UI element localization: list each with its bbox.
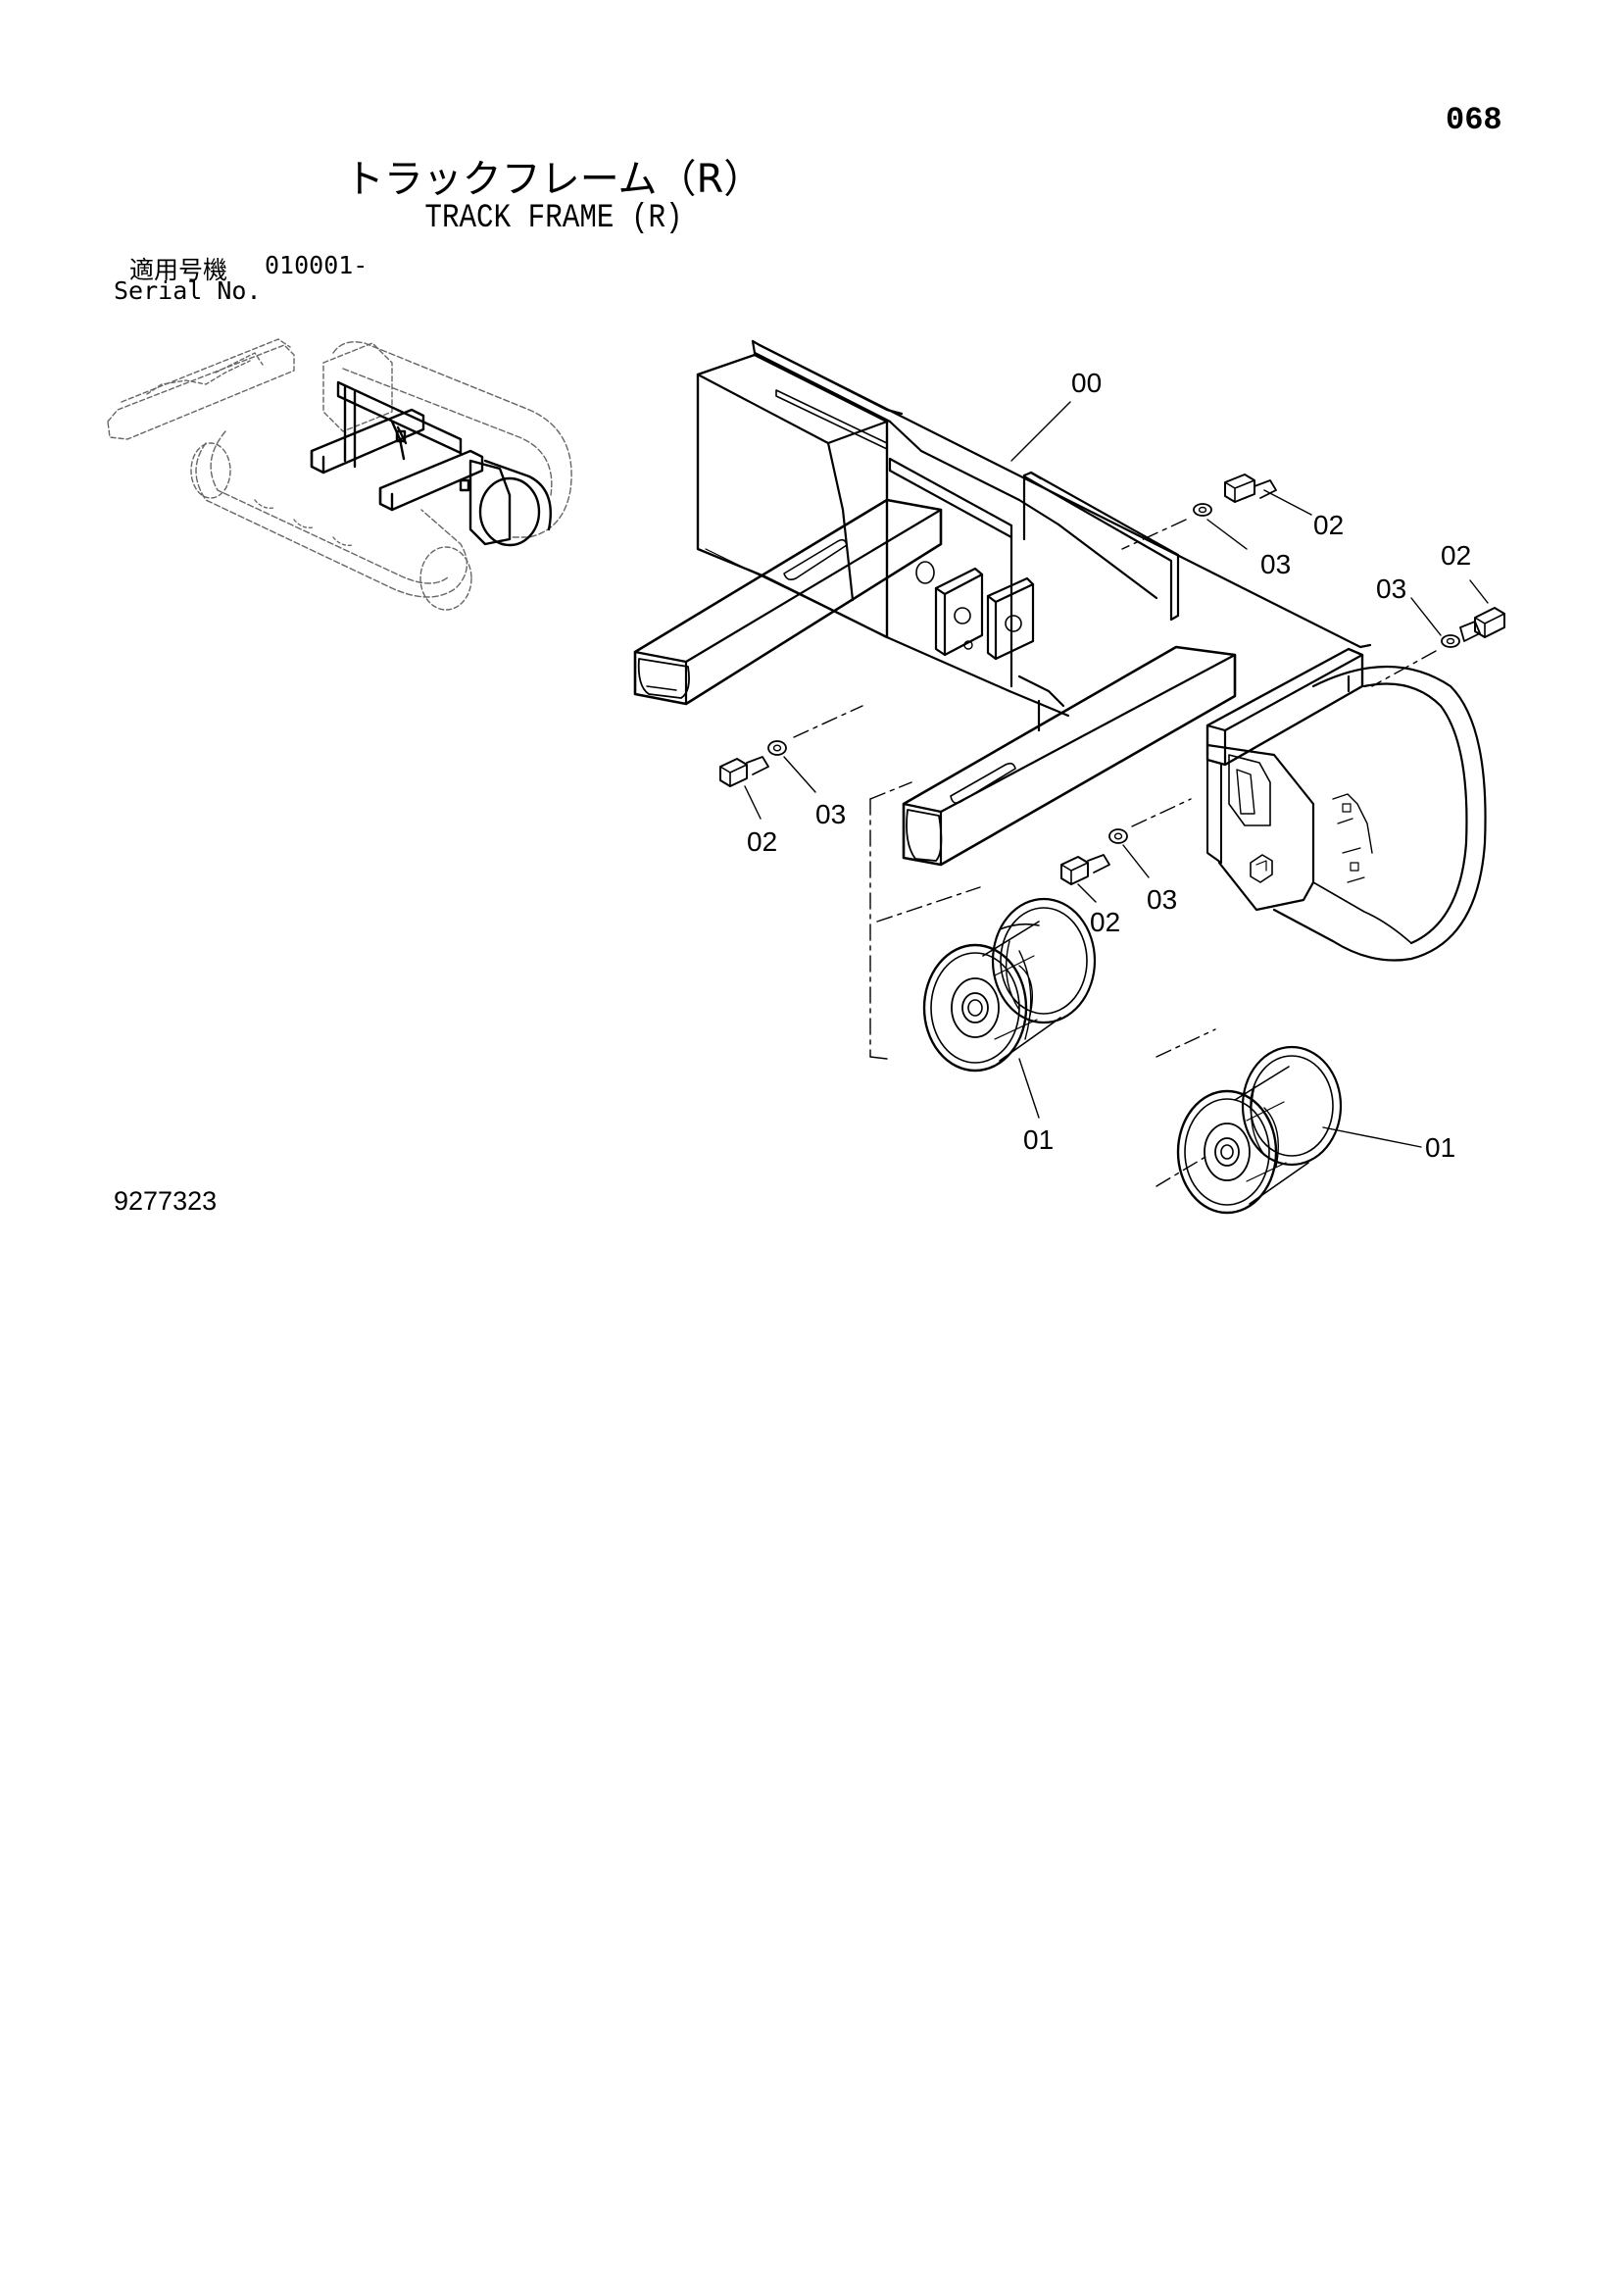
machine-overview-illustration	[107, 338, 572, 611]
serial-number-value: 010001-	[265, 251, 369, 279]
page-title-japanese: トラックフレーム（R）	[344, 157, 763, 202]
track-frame-assembly	[633, 339, 1487, 1187]
callout-03-upper: 03	[1260, 549, 1291, 579]
callout-01-upper-roller: 01	[1023, 1124, 1054, 1155]
callout-02-right: 02	[1441, 540, 1471, 571]
callout-labels: 00 01 01 02 02 02 02 03 03 03 03	[747, 368, 1471, 1163]
callout-03-right: 03	[1376, 574, 1406, 604]
callout-03-middle: 03	[1147, 884, 1177, 915]
callout-03-left: 03	[815, 799, 846, 829]
bolts-and-washers	[719, 474, 1505, 885]
callout-00: 00	[1071, 368, 1102, 398]
serial-label-japanese: 適用号機	[129, 256, 228, 284]
page-number: 068	[1446, 102, 1502, 138]
drawing-number: 9277323	[114, 1186, 218, 1216]
leader-lines	[744, 401, 1489, 1148]
callout-02-middle: 02	[1090, 907, 1120, 937]
callout-01-lower-roller: 01	[1425, 1132, 1455, 1163]
page-title-english: TRACK FRAME (R)	[424, 200, 683, 237]
highlighted-track-frame-overview	[310, 380, 552, 547]
callout-02-left: 02	[747, 826, 777, 857]
track-roller-lower	[1176, 1045, 1343, 1215]
callout-02-upper: 02	[1313, 510, 1344, 540]
track-roller-upper	[922, 897, 1097, 1073]
serial-label-english: Serial No.	[114, 276, 262, 305]
